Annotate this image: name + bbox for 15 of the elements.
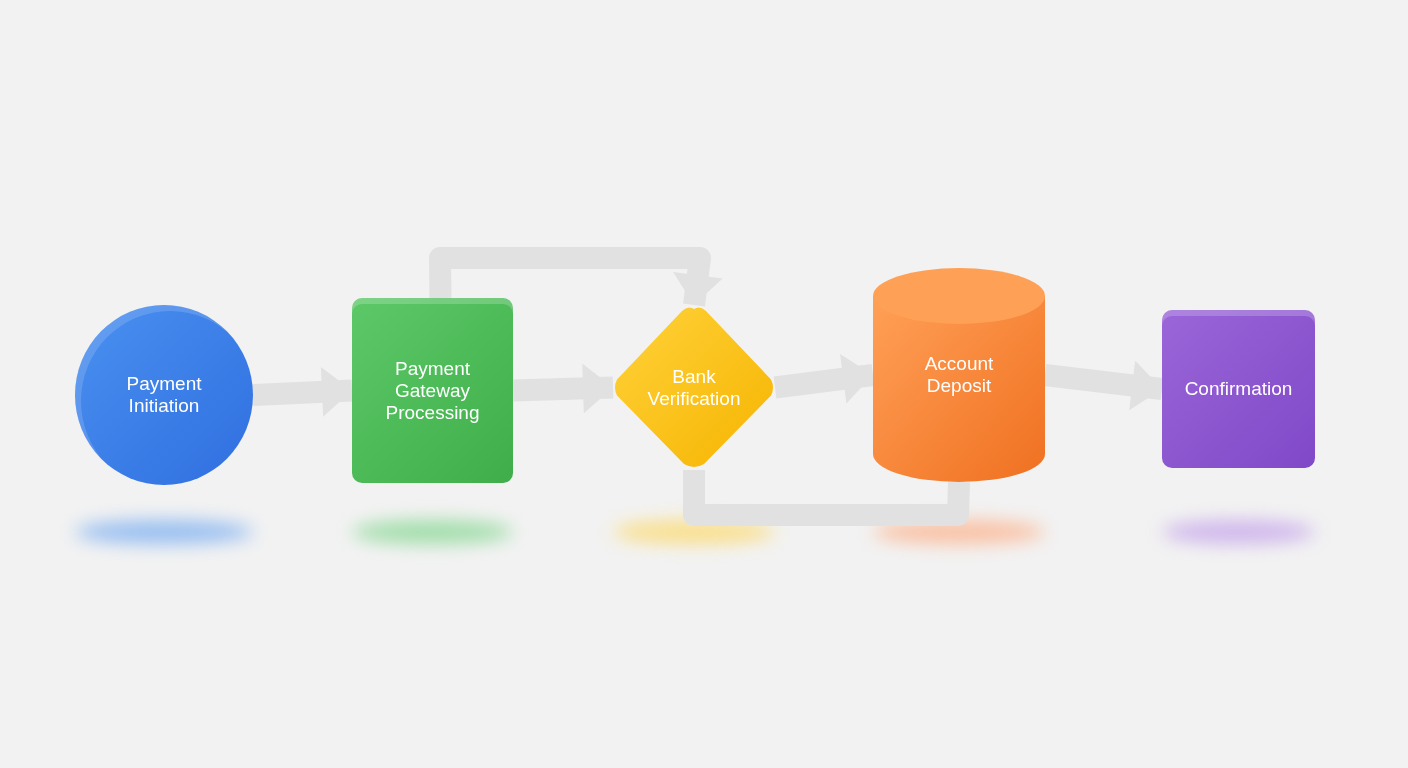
- connector-line: [683, 470, 970, 526]
- node-label: Payment Gateway Processing: [384, 357, 481, 424]
- decision-diamond: [613, 305, 775, 470]
- node-label: Bank Verification: [646, 365, 742, 410]
- node-label: Payment Initiation: [125, 373, 203, 417]
- arrow: [429, 247, 723, 307]
- arrow: [252, 366, 353, 417]
- process-box: [1162, 310, 1315, 468]
- arrow: [512, 363, 614, 414]
- database-cylinder: [873, 268, 1045, 482]
- arrow: [773, 354, 875, 404]
- node-label: Account Deposit: [923, 353, 995, 397]
- arrow: [1043, 360, 1164, 411]
- node-label: Confirmation: [1183, 378, 1294, 400]
- process-box: [352, 298, 513, 483]
